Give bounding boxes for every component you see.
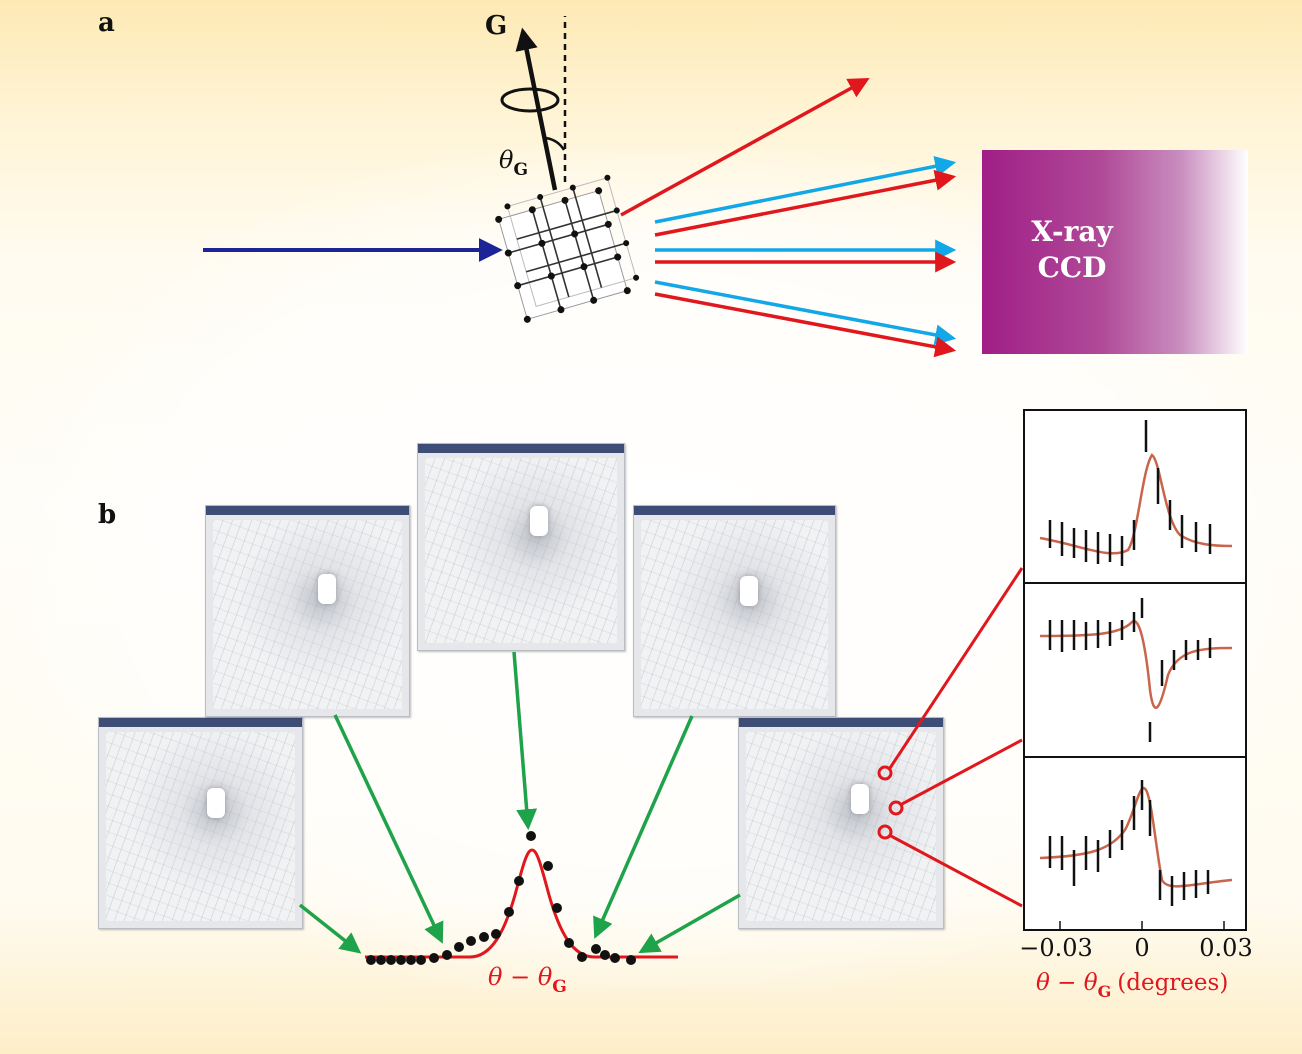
angle-arc	[545, 136, 566, 151]
diffracted-beams	[620, 77, 957, 358]
inset-tick-label-2: 0	[1134, 934, 1149, 962]
rotation-ellipse	[500, 87, 560, 113]
g-vector-label: G	[485, 11, 507, 41]
theta-g-label: θG	[499, 146, 528, 180]
panel-b-label: b	[98, 500, 117, 530]
panel-a-label: a	[98, 8, 115, 38]
green-arrows	[298, 651, 741, 954]
diffraction-image-4	[633, 505, 836, 717]
spot-markers	[877, 567, 1024, 908]
diffraction-image-1	[98, 717, 303, 929]
crystal-lattice	[495, 174, 640, 323]
diffraction-image-5	[738, 717, 944, 929]
inset-plot	[1023, 409, 1247, 931]
inset-x-axis-label: θ − θG(degrees)	[1036, 970, 1228, 1001]
rocking-axis-label: θ − θG	[488, 963, 567, 997]
detector-label: X-ray CCD	[1031, 215, 1113, 284]
inset-tick-label-1: −0.03	[1019, 934, 1093, 962]
diffraction-image-2	[205, 505, 410, 717]
inset-tick-label-3: 0.03	[1199, 934, 1252, 962]
rocking-curve	[365, 831, 678, 965]
x-ray-ccd-detector: X-ray CCD	[982, 150, 1248, 354]
diffraction-image-3	[417, 443, 625, 651]
